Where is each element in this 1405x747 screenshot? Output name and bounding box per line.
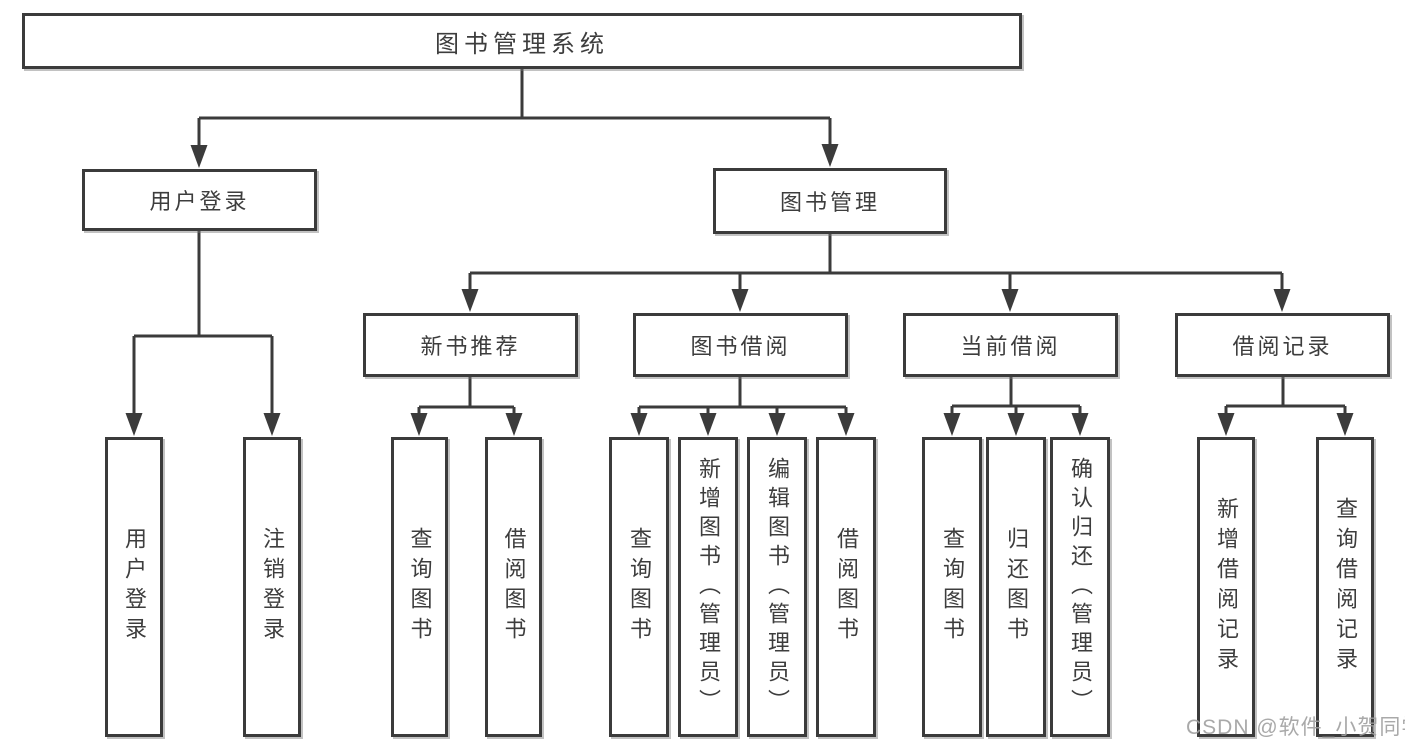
leaf-current-confirm-return-admin: 确认归还（管理员）	[1050, 437, 1110, 737]
leaf-borrowing-add-books-admin: 新增图书（管理员）	[678, 437, 738, 737]
node-borrowing-records: 借阅记录	[1175, 313, 1390, 377]
leaf-newbook-query-books: 查询图书	[391, 437, 448, 737]
leaf-newbook-borrow-books: 借阅图书	[485, 437, 542, 737]
leaf-current-return-books: 归还图书	[986, 437, 1046, 737]
connector-borrowing-records-children	[1217, 377, 1354, 436]
node-new-book-recommend: 新书推荐	[363, 313, 578, 377]
leaf-borrowing-borrow-books: 借阅图书	[816, 437, 876, 737]
connector-root-to-level2	[190, 69, 839, 168]
connector-book-borrowing-children	[630, 377, 855, 436]
leaf-current-query-books: 查询图书	[922, 437, 982, 737]
node-user-login: 用户登录	[82, 169, 317, 231]
connector-book-management-to-level3	[461, 234, 1291, 312]
connector-new-book-recommend-children	[410, 377, 523, 436]
leaf-borrowing-edit-books-admin: 编辑图书（管理员）	[747, 437, 807, 737]
leaf-borrowing-query-books: 查询图书	[609, 437, 669, 737]
leaf-user-login: 用户登录	[105, 437, 163, 737]
node-current-borrowing: 当前借阅	[903, 313, 1118, 377]
leaf-records-query-borrow-record: 查询借阅记录	[1316, 437, 1374, 737]
connector-user-login-children	[125, 231, 281, 436]
leaf-logout: 注销登录	[243, 437, 301, 737]
leaf-records-add-borrow-record: 新增借阅记录	[1197, 437, 1255, 737]
watermark: CSDN @软件_小贺同学	[1186, 716, 1405, 739]
connector-current-borrowing-children	[943, 377, 1089, 436]
node-library-management-system: 图书管理系统	[22, 13, 1022, 69]
node-book-borrowing: 图书借阅	[633, 313, 848, 377]
node-book-management: 图书管理	[713, 168, 947, 234]
